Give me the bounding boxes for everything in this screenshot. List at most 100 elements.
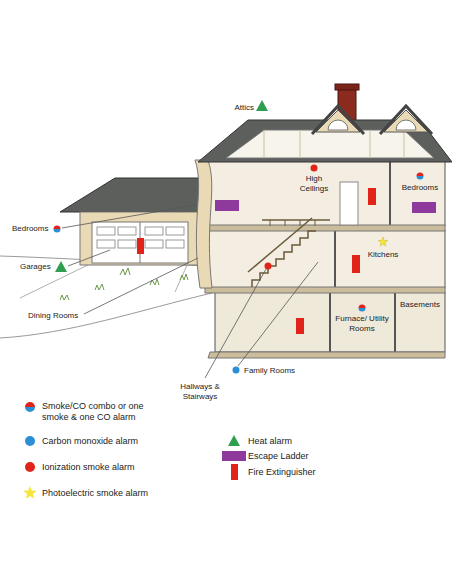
illustration-line bbox=[329, 292, 331, 352]
swatch-shape bbox=[23, 486, 36, 499]
illustration-path bbox=[60, 268, 188, 300]
illustration-path bbox=[396, 120, 416, 130]
room-label: Garages bbox=[20, 262, 65, 272]
room-label: Bedrooms bbox=[395, 183, 445, 193]
room-label: Hallways & Stairways bbox=[170, 382, 230, 401]
legend-swatch bbox=[16, 399, 44, 415]
illustration-line bbox=[238, 262, 318, 366]
illustration-rect bbox=[205, 160, 445, 226]
legend-text: Fire Extinguisher bbox=[248, 467, 398, 478]
legend-swatch bbox=[220, 464, 248, 480]
illustration-polygon bbox=[55, 261, 67, 272]
illustration-polygon bbox=[256, 100, 268, 111]
illustration-path bbox=[20, 263, 188, 298]
room-label: Dining Rooms bbox=[28, 311, 88, 321]
illustration-line bbox=[248, 218, 312, 272]
illustration-circle bbox=[265, 263, 272, 270]
illustration-rect bbox=[80, 212, 205, 265]
illustration-line bbox=[262, 219, 330, 221]
illustration-path bbox=[417, 176, 424, 180]
illustration-circle bbox=[311, 165, 318, 172]
swatch-shape bbox=[231, 464, 238, 480]
legend-text: Photoelectric smoke alarm bbox=[42, 488, 192, 499]
illustration-rect bbox=[166, 240, 184, 248]
illustration-path bbox=[380, 106, 432, 134]
swatch-shape bbox=[222, 451, 246, 461]
illustration-rect bbox=[137, 238, 144, 254]
illustration-rect bbox=[215, 200, 239, 211]
legend-text: Smoke/CO combo or one smoke & one CO ala… bbox=[42, 401, 172, 423]
illustration-line bbox=[334, 230, 336, 288]
room-label: Furnace/ Utility Rooms bbox=[334, 314, 390, 333]
illustration-line bbox=[300, 220, 301, 226]
illustration-rect bbox=[118, 227, 136, 235]
room-label: High Ceilings bbox=[294, 174, 334, 193]
illustration-line bbox=[285, 220, 286, 226]
illustration-path bbox=[195, 160, 212, 288]
illustration-line bbox=[62, 205, 196, 228]
illustration-path bbox=[328, 120, 348, 130]
illustration-line bbox=[68, 250, 110, 266]
swatch-shape bbox=[25, 402, 35, 407]
swatch-shape bbox=[228, 435, 240, 446]
room-label: Bedrooms bbox=[12, 224, 62, 234]
legend-text: Ionization smoke alarm bbox=[42, 462, 192, 473]
illustration-polygon bbox=[226, 130, 434, 158]
illustration-line bbox=[264, 130, 265, 158]
illustration-line bbox=[389, 160, 391, 226]
illustration-rect bbox=[205, 225, 445, 231]
legend-swatch bbox=[16, 485, 44, 501]
illustration-rect bbox=[97, 240, 115, 248]
illustration-rect bbox=[145, 227, 163, 235]
illustration-path bbox=[359, 308, 366, 312]
illustration-line bbox=[270, 220, 271, 226]
illustration-rect bbox=[335, 84, 359, 90]
illustration-line bbox=[370, 130, 371, 158]
illustration-path bbox=[0, 293, 212, 338]
legend-text: Heat alarm bbox=[248, 436, 398, 447]
legend-swatch bbox=[16, 433, 44, 449]
illustration-circle bbox=[233, 367, 240, 374]
illustration-path bbox=[54, 229, 61, 233]
room-label: Attics bbox=[204, 103, 254, 113]
room-label: Kitchens bbox=[358, 250, 408, 260]
illustration-line bbox=[315, 220, 316, 226]
illustration-rect bbox=[352, 255, 360, 273]
illustration-line bbox=[394, 292, 396, 352]
illustration-rect bbox=[296, 318, 304, 334]
illustration-rect bbox=[166, 227, 184, 235]
illustration-rect bbox=[97, 227, 115, 235]
illustration-path bbox=[252, 231, 316, 287]
legend-text: Escape Ladder bbox=[248, 451, 398, 462]
room-label: Basements bbox=[395, 300, 445, 310]
illustration-line bbox=[404, 130, 405, 158]
illustration-rect bbox=[205, 230, 445, 288]
illustration-rect bbox=[118, 240, 136, 248]
illustration-rect bbox=[412, 202, 436, 213]
legend-text: Carbon monoxide alarm bbox=[42, 436, 192, 447]
illustration-polygon bbox=[208, 352, 445, 358]
illustration-rect bbox=[92, 222, 188, 263]
illustration-path bbox=[359, 305, 366, 308]
illustration-path bbox=[417, 173, 424, 176]
illustration-rect bbox=[205, 287, 445, 293]
swatch-shape bbox=[25, 407, 35, 412]
legend-swatch bbox=[16, 459, 44, 475]
illustration-line bbox=[205, 269, 266, 378]
illustration-line bbox=[300, 130, 301, 158]
illustration-rect bbox=[368, 188, 376, 205]
illustration-path bbox=[312, 106, 364, 134]
legend-swatch bbox=[220, 448, 248, 464]
illustration-rect bbox=[340, 182, 358, 225]
illustration-path bbox=[54, 226, 61, 230]
room-label: Family Rooms bbox=[244, 366, 314, 376]
illustration-rect bbox=[145, 240, 163, 248]
swatch-shape bbox=[25, 436, 35, 446]
illustration-polygon bbox=[378, 237, 388, 246]
swatch-shape bbox=[25, 462, 35, 472]
legend-swatch bbox=[220, 433, 248, 449]
illustration-line bbox=[84, 258, 198, 314]
illustration-rect bbox=[215, 292, 445, 352]
